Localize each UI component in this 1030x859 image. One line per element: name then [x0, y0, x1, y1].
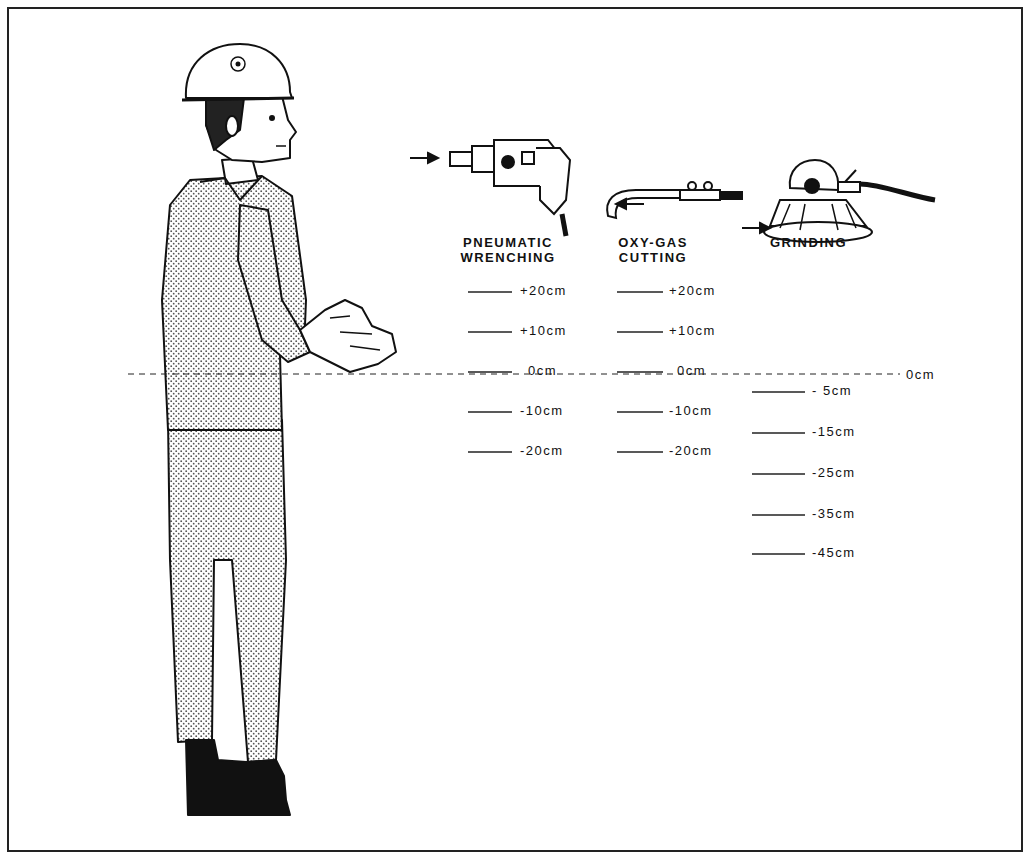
height-label: -10cm [520, 403, 564, 418]
height-label: 0cm [528, 363, 557, 378]
reference-line [128, 374, 900, 375]
height-label: -10cm [669, 403, 713, 418]
tool-label: GRINDING [770, 235, 847, 250]
height-label: -35cm [812, 506, 856, 521]
height-label: - 5cm [812, 383, 852, 398]
tool-label: OXY-GAS CUTTING [598, 235, 708, 265]
height-label: -15cm [812, 424, 856, 439]
height-ticks [468, 292, 805, 554]
worker-figure [162, 44, 396, 815]
height-label: -20cm [669, 443, 713, 458]
height-label: -20cm [520, 443, 564, 458]
height-label: +20cm [520, 283, 567, 298]
frame [8, 8, 1022, 851]
tool-label: PNEUMATIC WRENCHING [452, 235, 564, 265]
height-label: 0cm [677, 363, 706, 378]
height-label: +10cm [520, 323, 567, 338]
height-label: +20cm [669, 283, 716, 298]
height-label: 0cm [904, 367, 937, 382]
height-label: +10cm [669, 323, 716, 338]
height-label: -45cm [812, 545, 856, 560]
grinder-tool [742, 160, 935, 242]
torch-tool [607, 182, 742, 218]
wrench-tool [410, 140, 570, 236]
height-label: -25cm [812, 465, 856, 480]
